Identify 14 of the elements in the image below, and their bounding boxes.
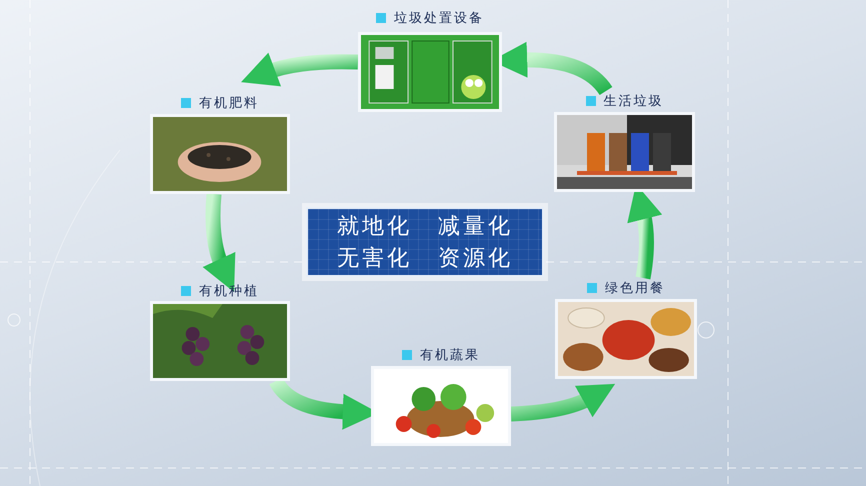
node-title: 有机种植 xyxy=(199,283,259,300)
curved-arrow xyxy=(510,384,616,422)
slogan-text: 减量化 xyxy=(438,213,513,241)
curved-arrow xyxy=(240,52,358,87)
slogan-text: 无害化 xyxy=(337,245,412,273)
node-title: 有机蔬果 xyxy=(420,347,480,364)
slogan-text: 就地化 xyxy=(337,213,412,241)
node-title: 垃圾处置设备 xyxy=(394,10,484,27)
node-title: 生活垃圾 xyxy=(604,93,664,110)
slogan-text: 资源化 xyxy=(438,245,513,273)
banner-panel xyxy=(306,207,544,277)
curved-arrow xyxy=(202,193,236,293)
node-title: 绿色用餐 xyxy=(605,280,665,297)
node-title: 有机肥料 xyxy=(199,95,259,112)
